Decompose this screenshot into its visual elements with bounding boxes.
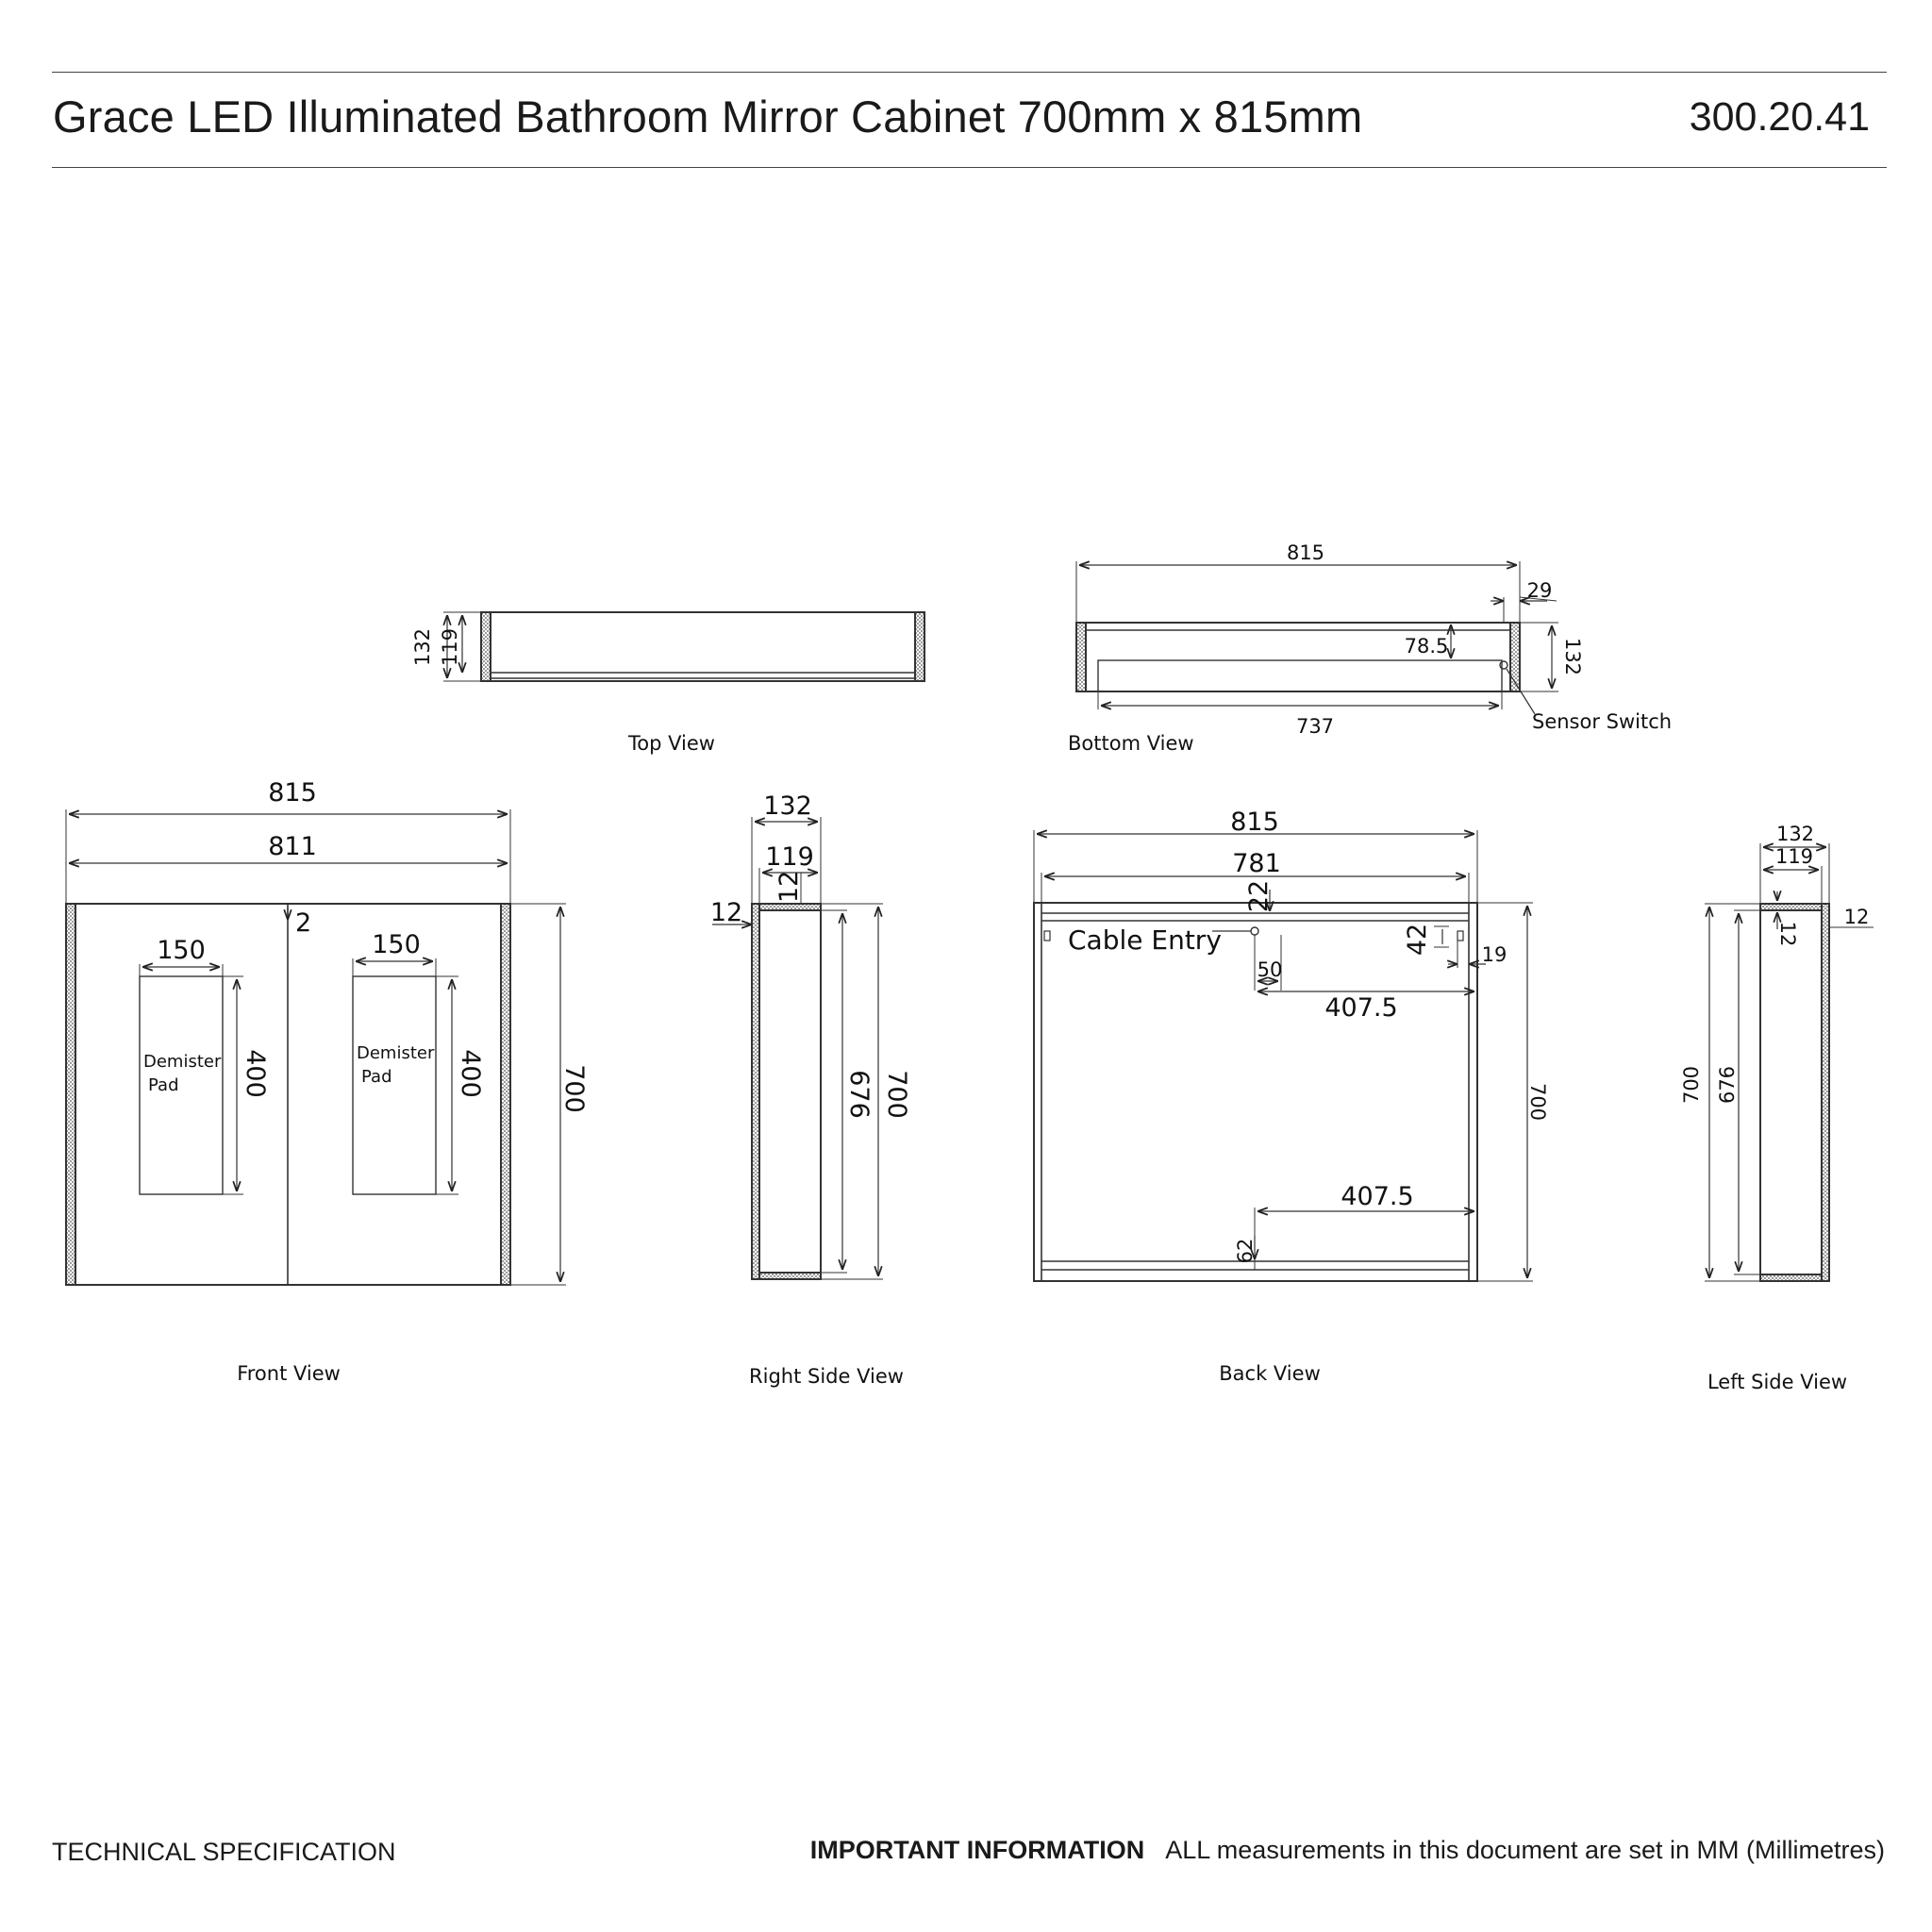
dim-left-top: 12 [1776, 922, 1799, 947]
dim-back-upper-span: 407.5 [1324, 993, 1397, 1023]
dim-bottom-inner: 78.5 [1405, 635, 1449, 658]
dim-top-depth: 132 [411, 628, 434, 666]
dim-right-top: 12 [774, 871, 804, 903]
product-code: 300.20.41 [1689, 94, 1870, 140]
dim-bottom-depth: 132 [1561, 638, 1584, 675]
dim-right-depth: 132 [763, 791, 812, 821]
dim-left-depth: 132 [1776, 823, 1814, 845]
label-sensor-switch: Sensor Switch [1532, 710, 1672, 733]
right-side-view-body [751, 903, 822, 1280]
dim-front-pad-width-right: 150 [372, 930, 421, 959]
dim-back-edge: 19 [1482, 943, 1507, 966]
caption-bottom-view: Bottom View [1068, 732, 1194, 755]
sensor-leader [1506, 668, 1536, 715]
caption-front-view: Front View [237, 1362, 341, 1385]
header-bottom-rule [52, 167, 1887, 168]
dim-front-gap: 2 [295, 908, 311, 938]
dim-back-cable-offset: 50 [1257, 958, 1283, 981]
label-demister-left-2: Pad [148, 1075, 179, 1095]
label-demister-right-1: Demister [357, 1043, 435, 1063]
dim-back-width: 815 [1230, 808, 1279, 837]
page-title: Grace LED Illuminated Bathroom Mirror Ca… [53, 92, 1363, 142]
dim-front-width: 815 [268, 778, 317, 808]
dim-left-side: 12 [1844, 906, 1870, 928]
footer-important-information: IMPORTANT INFORMATION ALL measurements in… [810, 1836, 1885, 1865]
dim-right-inner-depth: 119 [765, 842, 814, 872]
caption-top-view: Top View [627, 732, 715, 755]
dim-bottom-sensor-span: 737 [1296, 715, 1334, 738]
dim-back-lower-span: 407.5 [1341, 1182, 1413, 1211]
dim-left-inner-depth: 119 [1775, 845, 1813, 868]
dim-front-height: 700 [559, 1064, 589, 1113]
top-view-left-end [480, 611, 491, 682]
dim-front-pad-height-left: 400 [241, 1049, 270, 1098]
cable-entry-icon [1250, 926, 1259, 936]
dim-right-height: 700 [882, 1070, 911, 1119]
dim-back-inner-width: 781 [1232, 849, 1281, 878]
right-side-view [712, 817, 883, 1280]
top-view-right-end [914, 611, 925, 682]
label-demister-right-2: Pad [361, 1067, 392, 1087]
dim-front-pad-height-right: 400 [456, 1049, 485, 1098]
dim-left-inner-height: 676 [1716, 1066, 1739, 1104]
label-demister-left-1: Demister [143, 1052, 222, 1072]
header-top-rule [52, 72, 1887, 73]
caption-left-side-view: Left Side View [1707, 1371, 1847, 1393]
dim-front-inner-width: 811 [268, 832, 317, 861]
back-view [1033, 830, 1533, 1282]
bottom-view [1075, 561, 1558, 715]
footer-technical-specification: TECHNICAL SPECIFICATION [52, 1838, 396, 1866]
front-view [65, 809, 566, 1286]
label-cable-entry: Cable Entry [1068, 924, 1222, 956]
dim-back-height: 700 [1526, 1083, 1549, 1121]
footer-important-label: IMPORTANT INFORMATION [809, 1836, 1145, 1864]
dim-top-inner: 119 [439, 628, 461, 666]
caption-right-side-view: Right Side View [749, 1365, 904, 1388]
dim-left-height: 700 [1680, 1066, 1703, 1104]
footer-important-text: ALL measurements in this document are se… [1165, 1836, 1885, 1864]
left-side-view-body [1759, 903, 1830, 1282]
back-view-body [1033, 902, 1478, 1282]
dim-bottom-offset: 29 [1527, 579, 1553, 602]
dim-bottom-width: 815 [1287, 541, 1324, 564]
dim-right-side: 12 [710, 898, 742, 927]
dim-back-top-rail: 22 [1244, 880, 1274, 912]
dim-back-side-offset: 42 [1403, 924, 1432, 956]
sensor-switch-icon [1499, 660, 1508, 670]
top-view [443, 611, 925, 682]
top-view-body [480, 611, 925, 682]
caption-back-view: Back View [1219, 1362, 1321, 1385]
left-side-view [1705, 843, 1874, 1282]
bottom-view-body [1075, 622, 1521, 692]
dim-front-pad-width-left: 150 [157, 936, 206, 965]
bottom-view-sensor-strip [1097, 659, 1503, 692]
demister-pad-left [139, 975, 224, 1195]
demister-pad-right [352, 975, 437, 1195]
dim-right-inner-height: 676 [844, 1070, 874, 1119]
dim-back-bottom-rail: 62 [1234, 1239, 1257, 1264]
